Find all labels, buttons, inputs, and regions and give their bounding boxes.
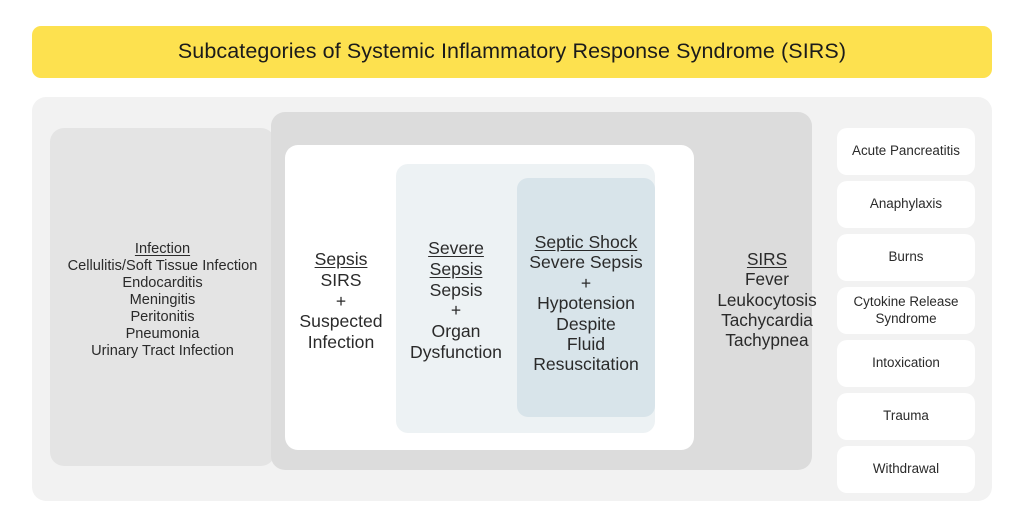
sepsis-line: Suspected [299,311,383,332]
pill-line: Withdrawal [872,461,940,477]
severe-sepsis-heading-line: Sepsis [429,258,483,279]
list-item: Anaphylaxis [837,181,975,228]
severe-sepsis-line: Sepsis [429,279,483,300]
septic-shock-line: Severe Sepsis [529,252,643,273]
severe-sepsis-heading-line: Severe [428,238,484,258]
pill-line: Syndrome [875,310,937,326]
septic-shock-line: Resuscitation [533,354,639,375]
sepsis-line: SIRS [320,269,362,290]
pill-line: Pancreatitis [890,143,960,159]
septic-shock-region-box [517,178,655,417]
infection-item: Urinary Tract Infection [91,342,234,359]
sepsis-heading: Sepsis [314,249,368,269]
title-banner: Subcategories of Systemic Inflammatory R… [32,26,992,78]
infection-item: Peritonitis [130,308,195,325]
pill-line: Acute [852,143,887,159]
list-item: Cytokine Release Syndrome [837,287,975,334]
infection-item: Pneumonia [125,325,200,342]
page-title: Subcategories of Systemic Inflammatory R… [177,39,847,64]
infection-item: Cellulitis/Soft Tissue Infection [67,257,258,274]
severe-sepsis-line: Dysfunction [410,341,502,362]
pill-line: Trauma [883,408,929,424]
severe-sepsis-line: Organ [431,321,481,341]
sirs-criterion: Leukocytosis [717,289,817,310]
sirs-criterion: Fever [745,269,789,290]
infection-text-block: Infection Cellulitis/Soft Tissue Infecti… [50,241,275,359]
infection-item: Endocarditis [122,274,203,291]
pill-line: Intoxication [872,355,940,371]
sirs-text-block: SIRS Fever Leukocytosis Tachycardia Tach… [707,249,827,350]
list-item: Withdrawal [837,446,975,493]
infection-region-box [50,128,275,466]
list-item: Trauma [837,393,975,440]
other-causes-list: Acute Pancreatitis Anaphylaxis Burns Cyt… [837,128,975,499]
septic-shock-heading: Septic Shock [534,232,638,252]
list-item: Intoxication [837,340,975,387]
severe-sepsis-line: + [450,300,462,321]
infection-item: Meningitis [129,291,196,308]
sirs-criterion: Tachypnea [725,330,809,351]
sepsis-line: Infection [307,332,375,352]
septic-shock-line: Fluid [566,334,606,355]
septic-shock-line: + [580,272,592,293]
septic-shock-text-block: Septic Shock Severe Sepsis + Hypotension… [519,232,653,375]
sirs-heading: SIRS [746,249,788,269]
septic-shock-line: Despite [556,313,616,334]
pill-line: Burns [888,249,924,265]
pill-line: Anaphylaxis [869,196,943,212]
severe-sepsis-text-block: Severe Sepsis Sepsis + Organ Dysfunction [400,238,512,363]
septic-shock-line: Hypotension [537,293,635,314]
infection-heading: Infection [134,241,191,257]
list-item: Acute Pancreatitis [837,128,975,175]
list-item: Burns [837,234,975,281]
pill-line: Cytokine Release [853,294,959,310]
sepsis-text-block: Sepsis SIRS + Suspected Infection [288,249,394,353]
sirs-criterion: Tachycardia [721,309,813,330]
sepsis-line: + [335,290,347,311]
